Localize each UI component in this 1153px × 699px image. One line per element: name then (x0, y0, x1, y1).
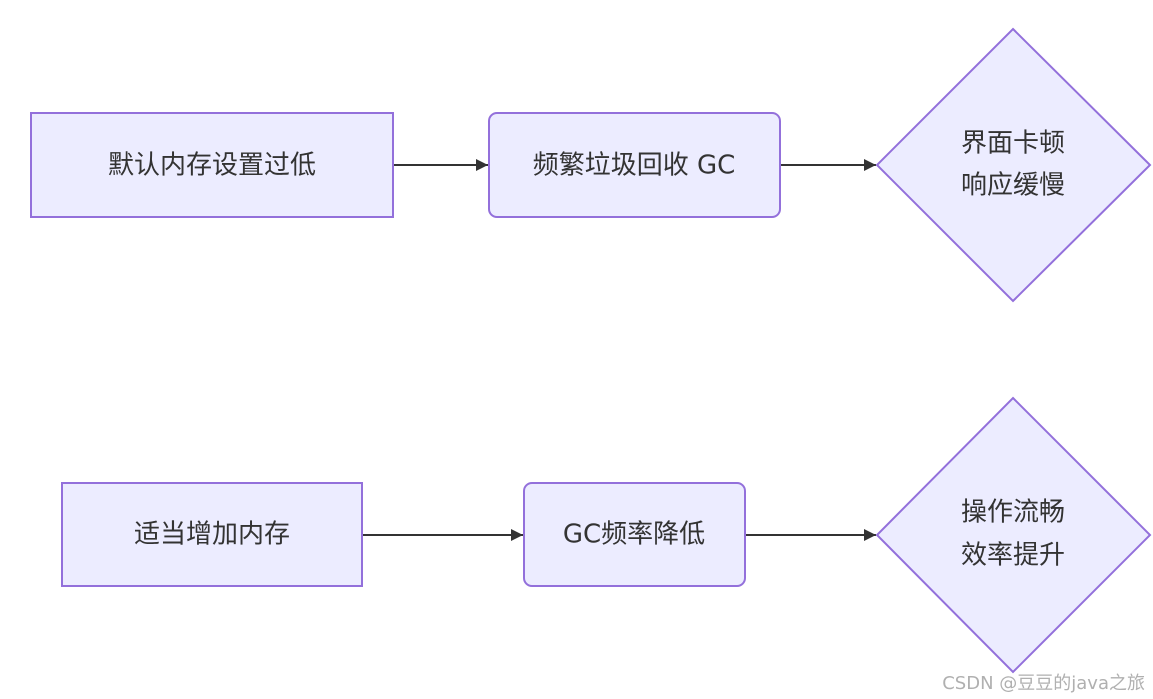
node-label-line-1: 操作流畅 (961, 498, 1065, 528)
node-ui-lag: 界面卡顿 响应缓慢 (875, 27, 1152, 303)
node-label: 默认内存设置过低 (108, 151, 316, 181)
watermark: CSDN @豆豆的java之旅 (942, 673, 1145, 694)
node-default-memory-low: 默认内存设置过低 (30, 112, 394, 218)
node-label-line-2: 效率提升 (961, 541, 1065, 571)
node-label: 适当增加内存 (134, 520, 290, 550)
node-increase-memory: 适当增加内存 (61, 482, 363, 587)
node-label: GC频率降低 (563, 520, 705, 550)
node-label: 频繁垃圾回收 GC (533, 151, 736, 181)
node-smooth-ops: 操作流畅 效率提升 (875, 396, 1152, 674)
node-label-line-1: 界面卡顿 (961, 129, 1065, 159)
node-label-line-2: 响应缓慢 (961, 171, 1065, 201)
node-gc-reduced: GC频率降低 (523, 482, 746, 587)
node-frequent-gc: 频繁垃圾回收 GC (488, 112, 781, 218)
